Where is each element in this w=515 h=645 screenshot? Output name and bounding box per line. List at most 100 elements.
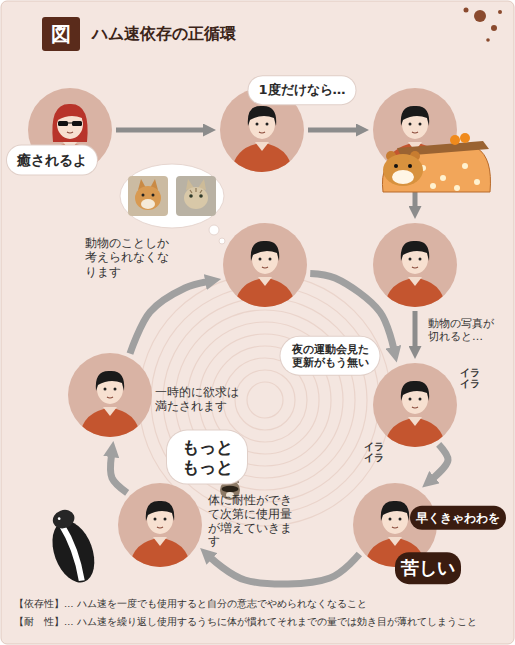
shirt bbox=[384, 278, 446, 309]
dog-muzzle bbox=[141, 199, 155, 209]
person bbox=[384, 381, 446, 449]
stage-circle: 早くきゃわわを苦しい bbox=[353, 483, 437, 567]
cycle-arrow bbox=[130, 282, 207, 354]
skunk-stripe bbox=[61, 523, 84, 580]
cat-stripes bbox=[190, 188, 202, 193]
hair bbox=[381, 501, 409, 521]
hair bbox=[251, 241, 279, 261]
eye bbox=[154, 518, 157, 521]
person bbox=[79, 371, 141, 439]
speech-bubble: 癒されるよ bbox=[7, 146, 97, 175]
neck bbox=[388, 537, 402, 546]
eye bbox=[259, 258, 262, 261]
hair bbox=[56, 106, 84, 126]
skunk-eye bbox=[57, 517, 61, 521]
neck bbox=[103, 407, 117, 416]
cycle-arrow bbox=[211, 554, 360, 584]
mouth bbox=[412, 132, 418, 133]
cat-face bbox=[184, 187, 208, 209]
hair bbox=[248, 106, 276, 126]
neck bbox=[255, 142, 269, 151]
cycle-arrow bbox=[433, 444, 448, 478]
cloud-dot bbox=[219, 238, 225, 244]
stage-circle: 癒されるよ bbox=[28, 88, 112, 172]
neck bbox=[408, 417, 422, 426]
figure-circle bbox=[68, 353, 152, 437]
footnote: 【耐 性】… ハム速を繰り返し使用するうちに体が慣れてそれまでの量では効き目が薄… bbox=[14, 616, 477, 628]
hamster-eye bbox=[408, 164, 412, 168]
eye bbox=[419, 123, 422, 126]
stage-circle: 一時的に欲求は満たされます bbox=[68, 353, 152, 437]
hair bbox=[401, 106, 429, 126]
mouth bbox=[259, 132, 265, 133]
raccoon-mask bbox=[222, 486, 239, 492]
stage-circle: 夜の運動会見た更新がもう無いイラ イライラ イラ bbox=[373, 363, 457, 447]
eye bbox=[419, 258, 422, 261]
hamster-eye bbox=[394, 164, 398, 168]
neck bbox=[258, 277, 272, 286]
shout-bubble: 早くきゃわわを bbox=[410, 506, 506, 530]
sunglasses bbox=[72, 121, 82, 126]
hair bbox=[146, 501, 174, 521]
cycle-arrow bbox=[308, 128, 357, 133]
person bbox=[234, 241, 296, 309]
speech-bubble: もっと もっと bbox=[167, 431, 247, 484]
speech-bubble: 夜の運動会見た更新がもう無い bbox=[281, 337, 380, 375]
sunglasses bbox=[58, 121, 68, 126]
cycle-arrow bbox=[116, 128, 204, 133]
ink-splatter bbox=[464, 8, 503, 42]
mouth bbox=[67, 132, 73, 133]
skunk-body bbox=[45, 515, 103, 588]
cycle-arrow bbox=[111, 455, 128, 492]
mouth bbox=[392, 527, 398, 528]
shirt bbox=[231, 143, 293, 174]
ring bbox=[151, 286, 379, 514]
cat-eye bbox=[189, 194, 193, 198]
blanket-flower bbox=[430, 183, 436, 189]
footnote: 【依存性】… ハム速を一度でも使用すると自分の意志でやめられなくなること bbox=[14, 598, 367, 610]
dog-eye bbox=[152, 194, 155, 197]
mouth bbox=[412, 407, 418, 408]
dog-eye bbox=[142, 194, 145, 197]
eye bbox=[114, 388, 117, 391]
figure-label: 図 bbox=[51, 24, 71, 44]
shirt bbox=[79, 408, 141, 439]
cycle-arrow bbox=[413, 311, 418, 347]
mandarin bbox=[450, 135, 460, 145]
shirt bbox=[129, 538, 191, 569]
eye bbox=[389, 518, 392, 521]
diagram-title: ハム速依存の正循環 bbox=[92, 24, 236, 45]
ink-dot bbox=[491, 25, 497, 31]
person bbox=[384, 241, 446, 309]
caption: 体に耐性ができて次第に使用量が増えていきます bbox=[208, 494, 302, 549]
mood-mark: イラ イラ bbox=[459, 367, 482, 389]
hamster-kotatsu bbox=[382, 133, 490, 192]
caption: 動物の写真が切れると… bbox=[428, 317, 496, 343]
eye bbox=[419, 398, 422, 401]
ink-dot bbox=[498, 10, 502, 14]
skunk-head bbox=[50, 507, 77, 531]
person bbox=[129, 501, 191, 569]
hamster-head bbox=[383, 154, 423, 186]
hair bbox=[96, 371, 124, 391]
ink-dot bbox=[464, 8, 469, 13]
hair-back bbox=[52, 104, 87, 142]
dog-face bbox=[135, 186, 161, 210]
figure-circle bbox=[373, 88, 457, 172]
sunglasses-bridge bbox=[68, 122, 72, 123]
figure-tag: 図 bbox=[42, 17, 80, 51]
cat-photo bbox=[176, 176, 216, 216]
cat-eye bbox=[199, 194, 203, 198]
blanket-flower bbox=[454, 185, 460, 191]
mandarin bbox=[460, 133, 470, 143]
mouth bbox=[107, 397, 113, 398]
thought-cloud bbox=[120, 164, 225, 244]
skunk bbox=[41, 505, 102, 588]
blanket-flower bbox=[440, 175, 446, 181]
stage-circle: 動物のことしか考えられなくなります bbox=[223, 223, 307, 307]
ink-dot bbox=[474, 10, 486, 22]
figure-circle bbox=[373, 223, 457, 307]
ring bbox=[235, 370, 295, 430]
hair bbox=[401, 381, 429, 401]
